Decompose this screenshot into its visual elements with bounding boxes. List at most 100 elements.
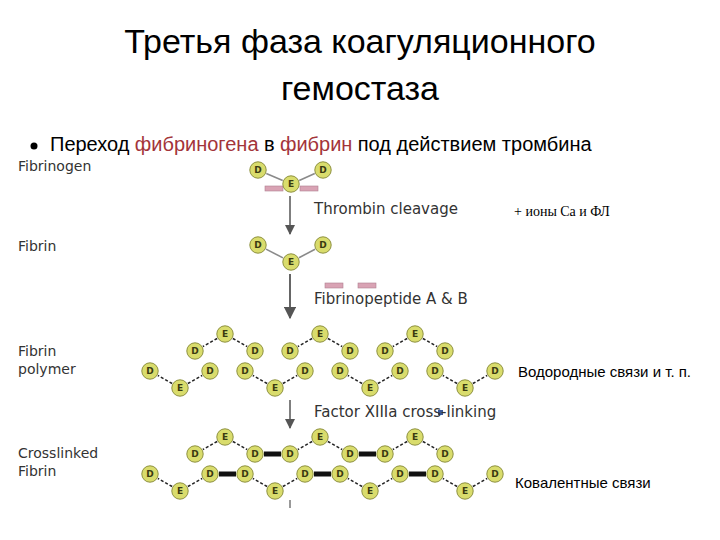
domain-letter: E	[272, 384, 278, 393]
fibrinopeptide-bar	[300, 186, 318, 191]
domain-circle: D	[201, 362, 219, 380]
fibrinopeptide-bar	[265, 186, 283, 191]
domain-circle: D	[281, 445, 299, 463]
domain-letter: E	[462, 487, 468, 496]
diagram-label: + ионы Са и ФЛ	[514, 203, 694, 221]
covalent-crosslink	[314, 472, 331, 477]
diagram-label: Fibrin polymer	[18, 343, 98, 378]
domain-letter: E	[462, 384, 468, 393]
bond-line	[299, 174, 315, 181]
domain-letter: D	[319, 166, 326, 175]
diagram-label: Водородные связи и т. п.	[518, 363, 714, 382]
domain-letter: D	[301, 470, 308, 479]
domain-letter: D	[431, 470, 438, 479]
bullet-text: фибрин	[280, 133, 352, 156]
bond-line	[253, 478, 267, 486]
slide-title: Третья фаза коагуляционного гемостаза	[60, 18, 660, 112]
domain-letter: E	[317, 433, 323, 442]
domain-circle: D	[201, 465, 219, 483]
bond-line	[299, 249, 315, 258]
bond-line	[378, 478, 392, 486]
domain-circle: E	[216, 428, 234, 446]
domain-letter: D	[491, 367, 498, 376]
bond-line	[348, 478, 362, 486]
domain-circle: D	[141, 362, 159, 380]
bond-line	[393, 441, 407, 449]
bond-line	[188, 478, 202, 486]
domain-letter: E	[177, 487, 183, 496]
domain-circle: E	[311, 325, 329, 343]
domain-circle: D	[236, 465, 254, 483]
domain-letter: D	[251, 450, 258, 459]
domain-circle: D	[186, 342, 204, 360]
bullet-text: под действием тромбина	[358, 133, 592, 156]
bond-line	[253, 375, 267, 383]
domain-letter: E	[367, 384, 373, 393]
diagram-label: Fibrinopeptide A & B	[314, 290, 534, 309]
domain-circle: E	[171, 379, 189, 397]
domain-letter: D	[254, 241, 261, 250]
domain-circle: D	[249, 236, 267, 254]
bond-line	[328, 441, 342, 449]
domain-circle: D	[426, 362, 444, 380]
tick-mark	[289, 500, 290, 508]
domain-circle: D	[249, 161, 267, 179]
domain-letter: D	[319, 241, 326, 250]
bond-line	[188, 375, 202, 383]
bond-line	[158, 478, 172, 486]
bond-line	[443, 375, 457, 383]
domain-letter: D	[381, 450, 388, 459]
domain-letter: E	[222, 433, 228, 442]
bond-line	[378, 375, 392, 383]
domain-letter: D	[254, 166, 261, 175]
domain-letter: D	[381, 347, 388, 356]
domain-circle: D	[246, 342, 264, 360]
domain-letter: E	[412, 330, 418, 339]
domain-circle: D	[141, 465, 159, 483]
domain-circle: E	[216, 325, 234, 343]
bond-line	[328, 338, 342, 346]
bond-line	[423, 441, 437, 449]
bond-line	[298, 441, 312, 449]
diagram-label: Factor XIIIa cross-linking	[314, 403, 554, 422]
reaction-arrow	[289, 274, 291, 318]
covalent-crosslink	[409, 472, 426, 477]
domain-letter: E	[367, 487, 373, 496]
domain-circle: D	[296, 465, 314, 483]
bond-line	[298, 338, 312, 346]
domain-circle: D	[236, 362, 254, 380]
domain-circle: D	[391, 465, 409, 483]
domain-letter: D	[396, 367, 403, 376]
bond-line	[473, 478, 487, 486]
domain-circle: E	[282, 253, 300, 271]
domain-letter: E	[288, 258, 294, 267]
domain-circle: E	[456, 379, 474, 397]
domain-circle: D	[391, 362, 409, 380]
domain-letter: D	[206, 367, 213, 376]
domain-circle: D	[426, 465, 444, 483]
domain-letter: E	[272, 487, 278, 496]
covalent-crosslink	[219, 472, 236, 477]
domain-letter: D	[241, 367, 248, 376]
domain-letter: D	[146, 470, 153, 479]
domain-letter: D	[206, 470, 213, 479]
domain-letter: D	[191, 347, 198, 356]
bond-line	[443, 478, 457, 486]
domain-circle: E	[361, 482, 379, 500]
domain-circle: E	[406, 428, 424, 446]
diagram-label: Fibrinogen	[18, 158, 148, 176]
domain-letter: D	[286, 450, 293, 459]
domain-circle: D	[486, 362, 504, 380]
domain-circle: D	[436, 342, 454, 360]
bond-line	[266, 249, 283, 258]
domain-circle: D	[341, 342, 359, 360]
domain-circle: E	[406, 325, 424, 343]
domain-letter: E	[412, 433, 418, 442]
domain-letter: D	[336, 470, 343, 479]
domain-circle: D	[314, 236, 332, 254]
domain-letter: D	[431, 367, 438, 376]
domain-circle: E	[282, 175, 300, 193]
bond-line	[233, 441, 247, 449]
bond-line	[158, 375, 172, 383]
